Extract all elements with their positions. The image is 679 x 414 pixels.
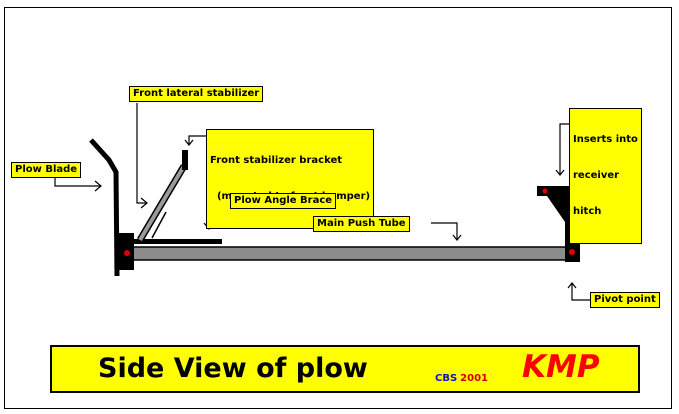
receiver-leader (559, 123, 571, 175)
label-receiver-line2: receiver (573, 170, 620, 181)
credit-year: 2001 (460, 373, 489, 384)
kmp-logo: KMP (522, 349, 600, 385)
front-stabilizer-bracket (182, 150, 188, 170)
stabilizer-rod (138, 164, 186, 242)
receiver-gusset (547, 196, 565, 222)
receiver-pin-dot (542, 188, 548, 194)
label-receiver-line3: hitch (573, 206, 602, 217)
label-pivot-point: Pivot point (590, 292, 660, 308)
push-tube-arrowhead (452, 234, 462, 241)
label-plow-angle-brace: Plow Angle Brace (230, 193, 337, 209)
pivot-arrowhead (567, 282, 577, 289)
plow-blade-arrowhead (94, 180, 102, 192)
receiver-arrowhead (555, 169, 565, 176)
label-front-stabilizer-bracket: Front stabilizer bracket (mounted to fro… (206, 129, 375, 229)
banner-title: Side View of plow (98, 353, 368, 384)
label-front-lateral-stabilizer: Front lateral stabilizer (129, 86, 264, 102)
label-main-push-tube: Main Push Tube (313, 216, 410, 232)
label-receiver-hitch: Inserts into receiver hitch (569, 108, 642, 244)
plow-blade-leader (54, 176, 101, 187)
main-push-tube (132, 246, 569, 261)
leader-lines (54, 103, 590, 301)
credit-initials: CBS (435, 373, 458, 384)
plow-blade (89, 138, 120, 277)
blade-pivot-dot (124, 250, 130, 256)
bracket-arrowhead (184, 139, 194, 146)
lateral-stabilizer-leader (136, 103, 147, 204)
outer-frame (4, 7, 672, 409)
bracket-leader (188, 135, 206, 145)
label-receiver-line1: Inserts into (573, 134, 638, 145)
stabilizer-thin-rod (151, 211, 167, 239)
plow-angle-brace (134, 239, 222, 244)
label-plow-blade: Plow Blade (11, 162, 82, 178)
rear-pivot-dot (569, 249, 575, 255)
push-tube-leader (431, 222, 458, 240)
receiver-top-bar (537, 186, 580, 196)
lateral-stabilizer-arrowhead (140, 197, 148, 209)
label-front-stabilizer-bracket-line1: Front stabilizer bracket (210, 155, 343, 166)
pivot-leader (571, 283, 590, 301)
